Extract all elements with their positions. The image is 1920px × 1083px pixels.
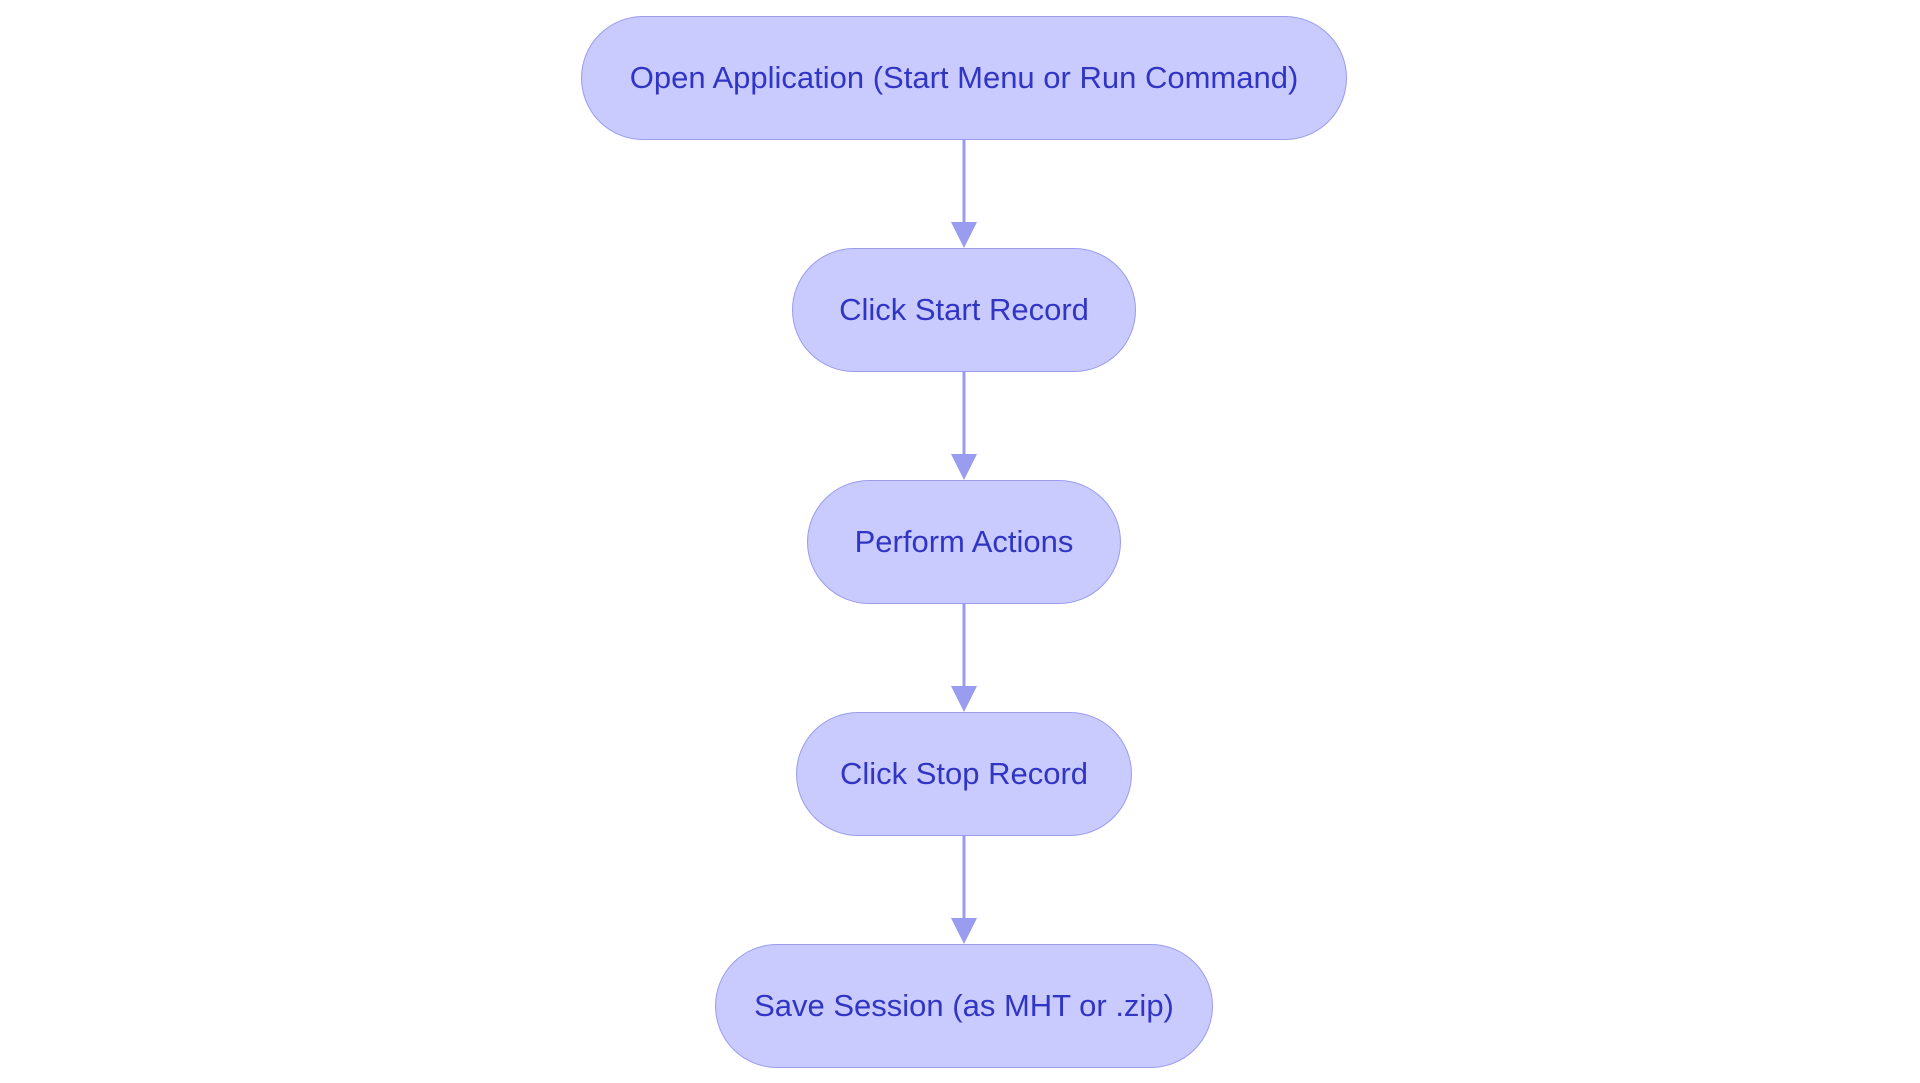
node-save-session: Save Session (as MHT or .zip) [715,944,1213,1068]
node-label: Save Session (as MHT or .zip) [754,988,1174,1023]
edge-start-to-perform-arrowhead [951,454,977,480]
edge-perform-to-stop-arrowhead [951,686,977,712]
node-open-application: Open Application (Start Menu or Run Comm… [581,16,1347,140]
edge-open-to-start-arrowhead [951,222,977,248]
node-label: Perform Actions [854,524,1074,559]
node-click-stop-record: Click Stop Record [796,712,1132,836]
node-label: Open Application (Start Menu or Run Comm… [629,60,1299,95]
edge-stop-to-save-arrowhead [951,918,977,944]
node-perform-actions: Perform Actions [807,480,1121,604]
node-label: Click Start Record [839,292,1089,327]
node-label: Click Stop Record [839,756,1089,791]
node-click-start-record: Click Start Record [792,248,1136,372]
